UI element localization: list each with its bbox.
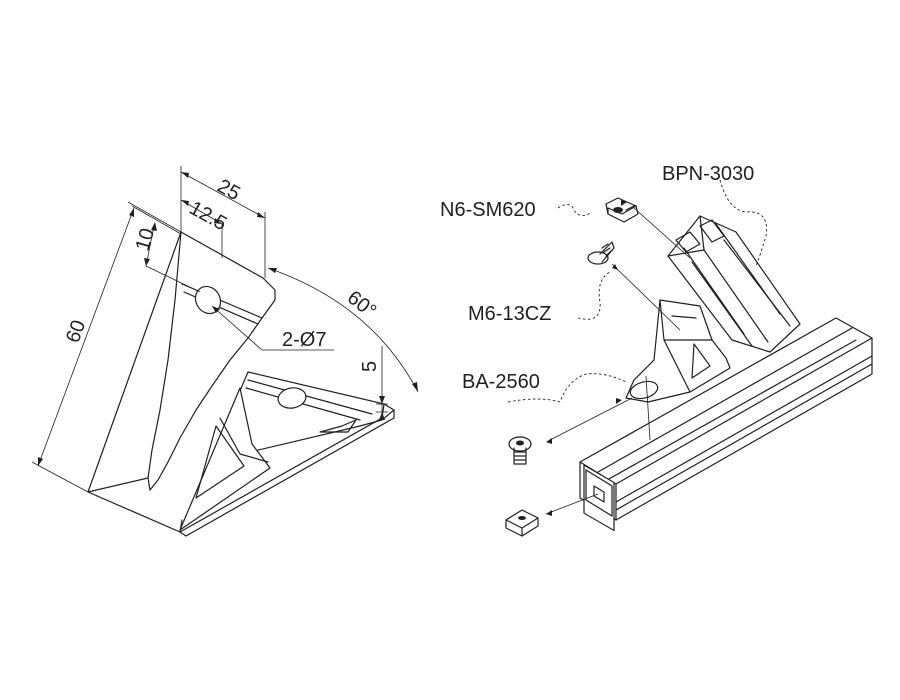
callout-leaders	[507, 179, 768, 403]
bracket-assembly	[625, 299, 731, 403]
callout-holes: 2-Ø7	[211, 305, 334, 351]
lower-screw-part	[508, 436, 532, 465]
dimension-angle-label: 60°	[343, 287, 380, 323]
profile-diagonal	[667, 215, 801, 353]
base-hole	[277, 387, 307, 409]
top-hole	[194, 285, 222, 315]
dimension-width-label: 25	[214, 175, 244, 205]
lower-nut-part	[505, 509, 539, 537]
dimension-height-label: 60	[62, 317, 90, 345]
bracket-label: BA-2560	[462, 371, 540, 393]
assembly-view: N6-SM620 BPN-3030 M6-13CZ BA-2560	[440, 163, 873, 537]
assembly-guide-lines	[545, 200, 691, 516]
bracket-outline	[87, 231, 395, 537]
tnut-part	[605, 197, 639, 223]
nut-label: N6-SM620	[440, 199, 536, 221]
dimension-thickness-label: 5	[359, 361, 381, 372]
profile-horizontal	[579, 317, 873, 532]
profile-label: BPN-3030	[662, 163, 754, 185]
dimension-half-width-label: 12.5	[186, 197, 231, 235]
screw-part	[587, 241, 615, 265]
bracket-dimension-view: 25 12.5 10 60	[31, 166, 419, 537]
holes-label: 2-Ø7	[282, 329, 326, 351]
dimension-5: 5	[359, 346, 388, 420]
screw-label: M6-13CZ	[468, 303, 551, 325]
